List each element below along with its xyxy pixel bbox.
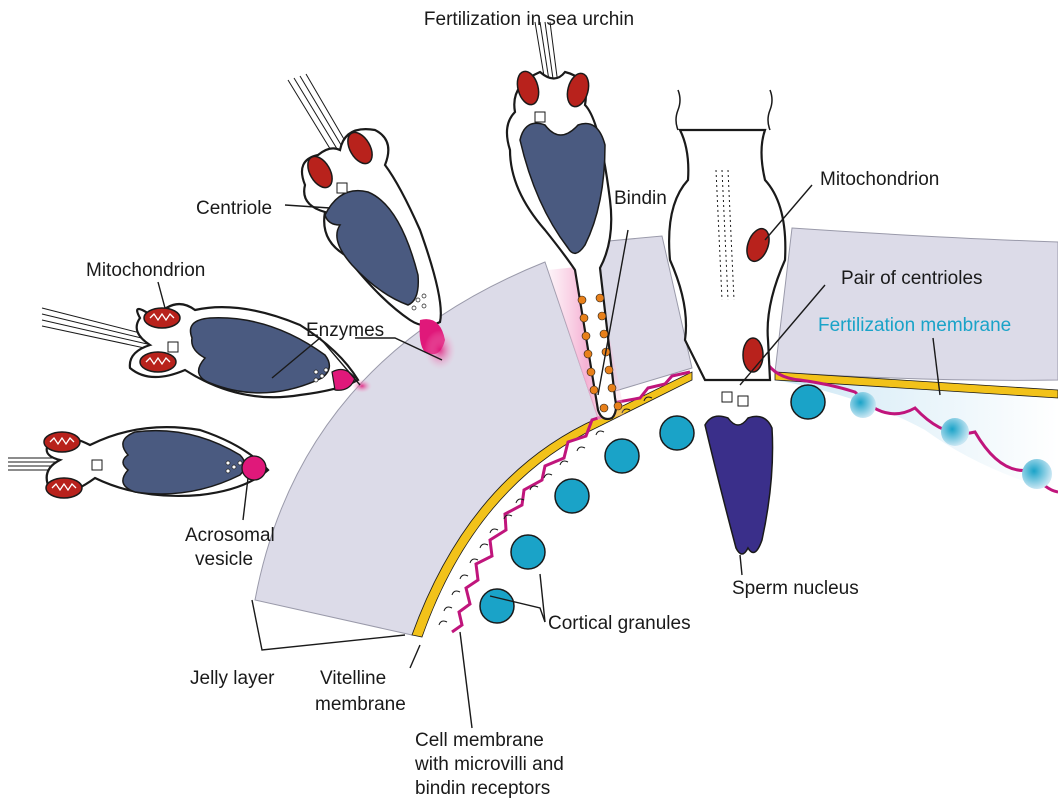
label-acrosomal: Acrosomal (185, 525, 275, 546)
sperm-5-fused (669, 90, 785, 554)
label-cortical-granules: Cortical granules (548, 613, 691, 634)
mitochondrion (46, 478, 82, 498)
label-cell-membrane: Cell membrane (415, 730, 544, 751)
cortical-granule (791, 385, 825, 419)
label-vitelline-membrane: membrane (315, 694, 406, 715)
sperm-1 (8, 427, 268, 498)
label-vitelline: Vitelline (320, 668, 386, 689)
figure-title: Fertilization in sea urchin (424, 9, 634, 30)
label-mitochondrion-left: Mitochondrion (86, 260, 205, 281)
jelly-layer-right (775, 228, 1058, 380)
label-fertilization-membrane: Fertilization membrane (818, 315, 1011, 336)
cortical-granule (511, 535, 545, 569)
mitochondrion (44, 432, 80, 452)
label-bindin: Bindin (614, 188, 667, 209)
label-cell-membrane-microvilli: with microvilli and (414, 754, 564, 775)
cortical-granule (555, 479, 589, 513)
sperm-nucleus-shape (705, 416, 773, 554)
cortical-granule (605, 439, 639, 473)
label-pair-of-centrioles: Pair of centrioles (841, 268, 983, 289)
label-sperm-nucleus: Sperm nucleus (732, 578, 859, 599)
cortical-granule (480, 589, 514, 623)
cortical-granule (660, 416, 694, 450)
mitochondrion (144, 308, 180, 328)
label-acrosomal-vesicle: vesicle (195, 549, 253, 570)
label-mitochondrion-right: Mitochondrion (820, 169, 939, 190)
label-cell-membrane-receptors: bindin receptors (415, 778, 550, 799)
label-jelly-layer: Jelly layer (190, 668, 275, 689)
acrosomal-vesicle-shape (242, 456, 266, 480)
mitochondrion (743, 338, 763, 372)
sperm-2 (42, 304, 372, 397)
label-enzymes: Enzymes (306, 320, 384, 341)
mitochondrion (140, 352, 176, 372)
label-centriole: Centriole (196, 198, 272, 219)
